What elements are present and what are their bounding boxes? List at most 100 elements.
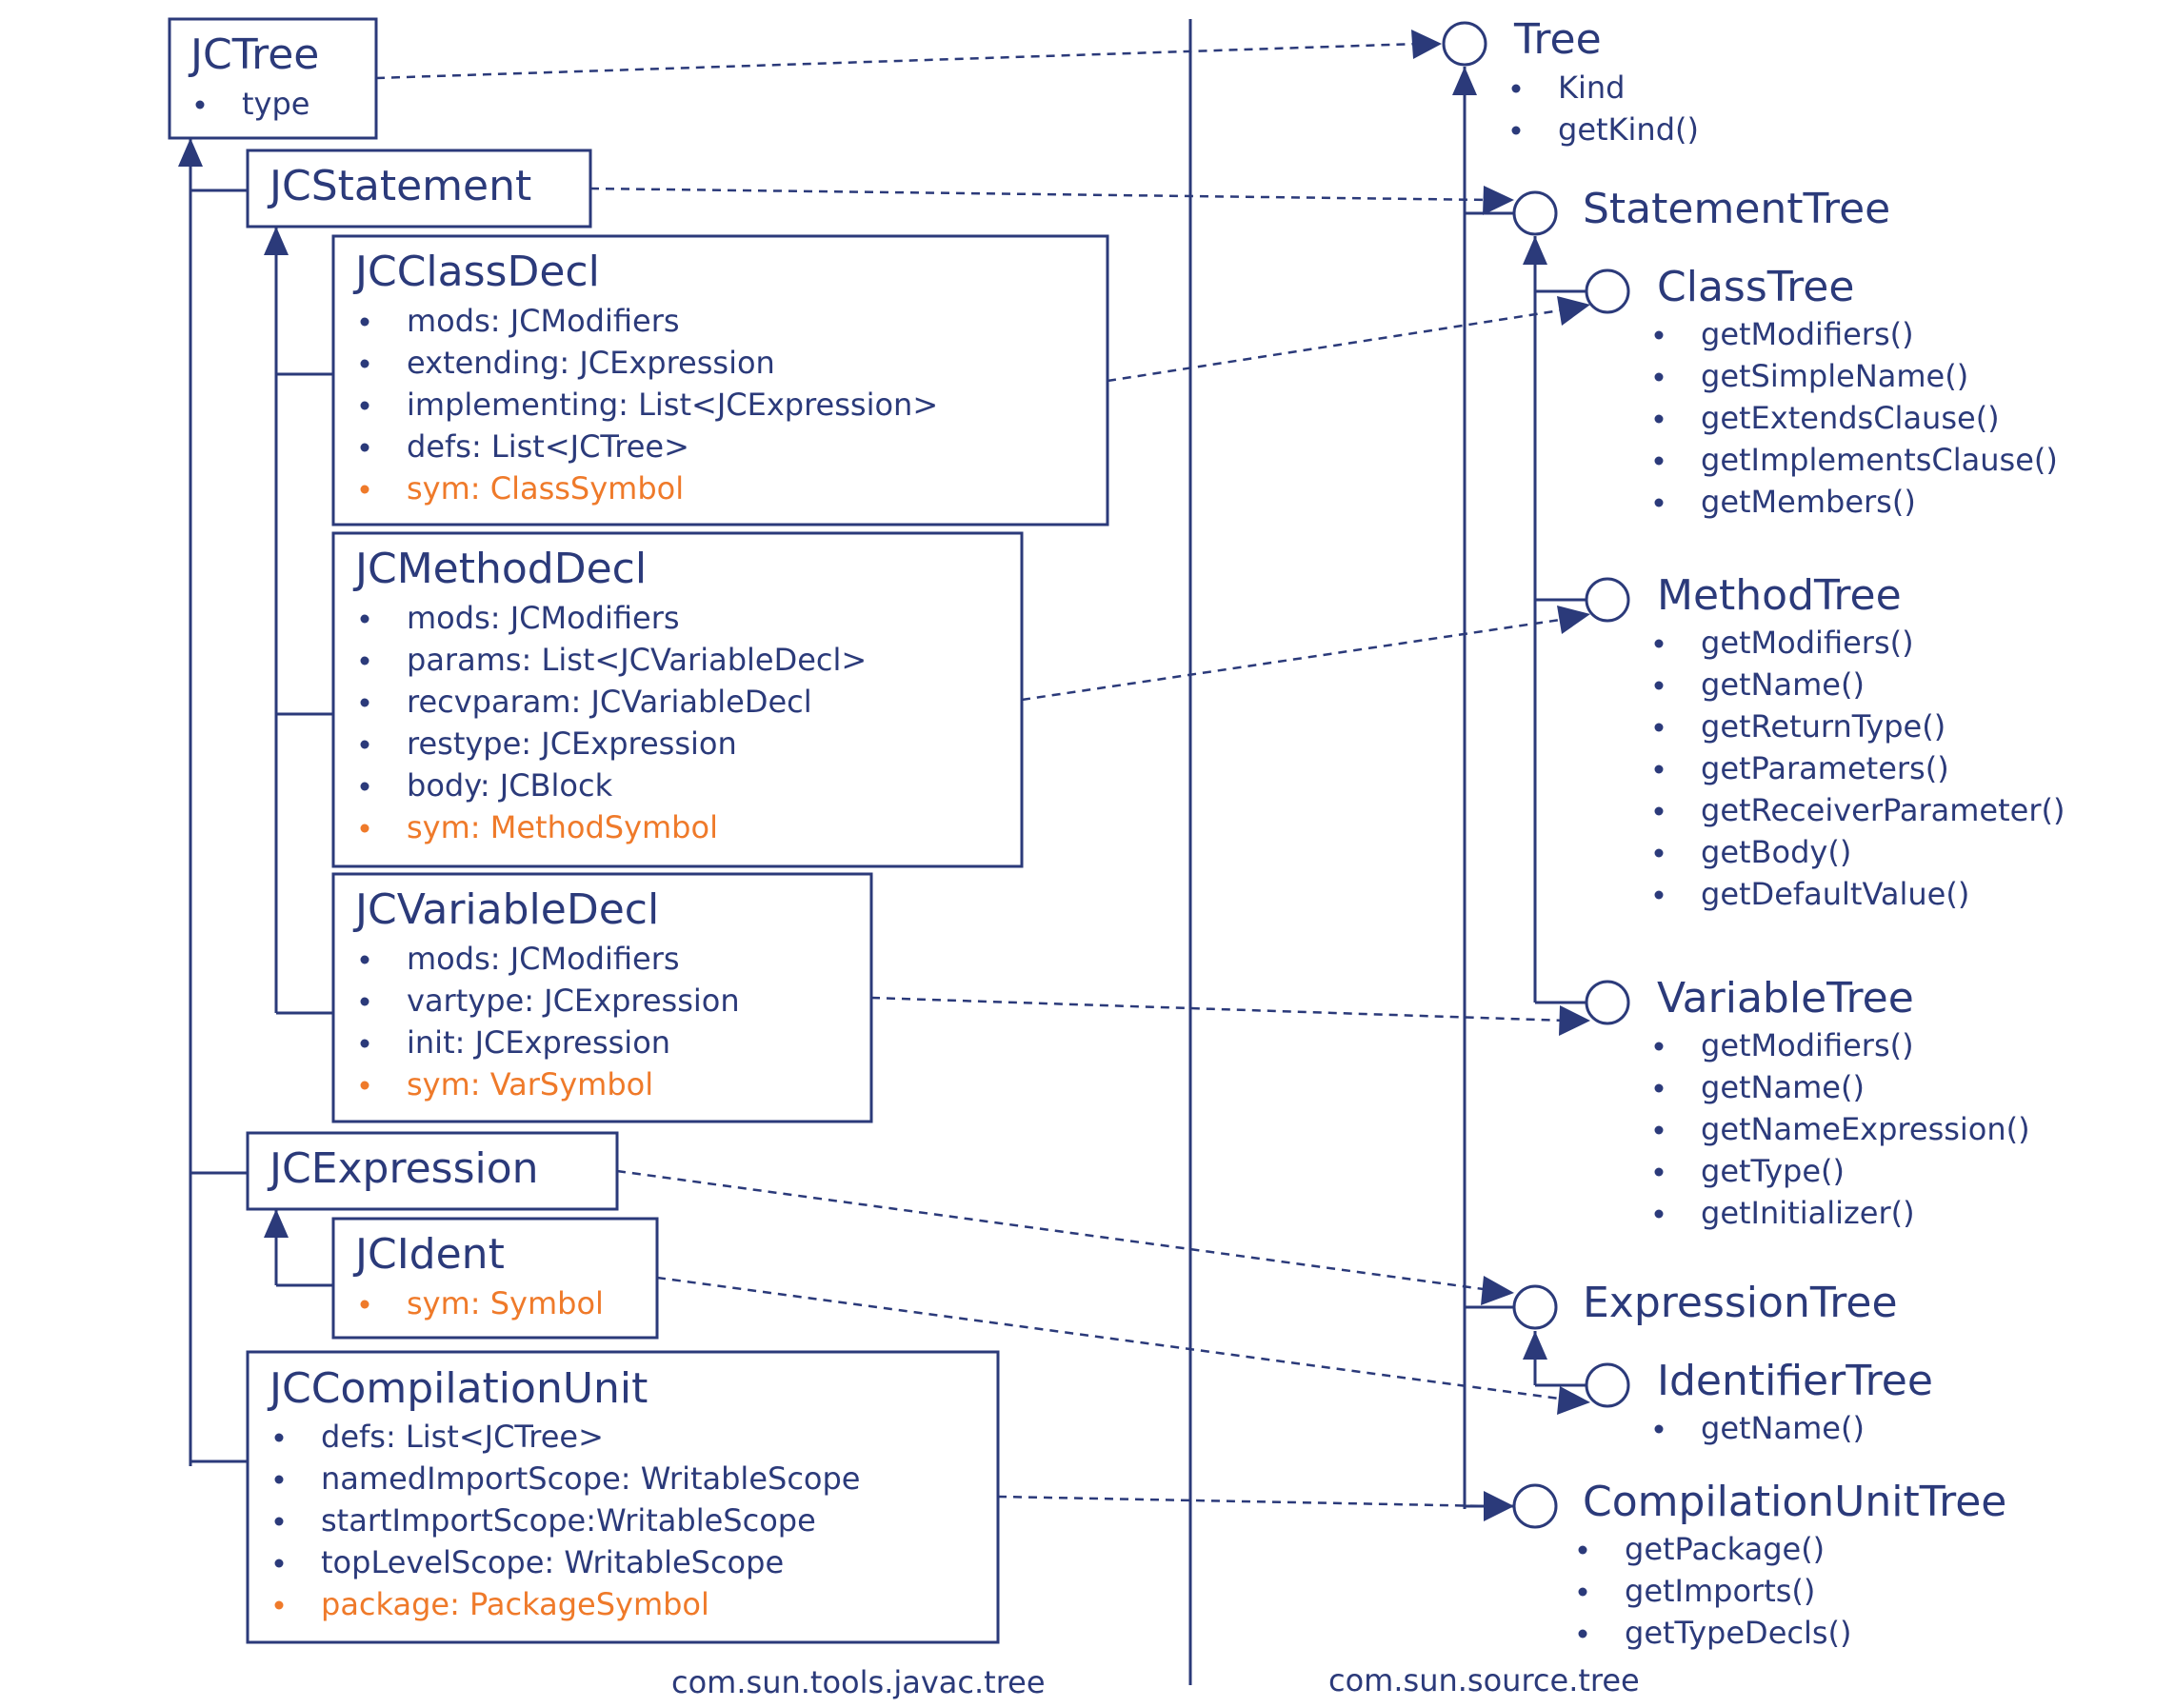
member-item: getDefaultValue(): [1701, 876, 1969, 912]
class-jctree: JCTree type: [168, 17, 378, 140]
member-item: restype: JCExpression: [407, 725, 737, 762]
bullet-dot: [1578, 1587, 1587, 1597]
member-item: getNameExpression(): [1701, 1111, 2030, 1147]
bullet-dot: [1654, 414, 1664, 424]
bullet-dot: [1578, 1629, 1587, 1638]
bullet-dot: [360, 485, 369, 494]
bullet-dot: [1654, 1083, 1664, 1093]
bullet-dot: [1511, 126, 1521, 135]
member-item: getReceiverParameter(): [1701, 792, 2065, 828]
class-jcident: JCIdent sym: Symbol: [331, 1217, 659, 1340]
member-item: getParameters(): [1701, 750, 1949, 786]
interface-classtree: ClassTree getModifiers()getSimpleName()g…: [1585, 263, 2058, 520]
member-item: implementing: List<JCExpression>: [407, 387, 938, 423]
bullet-dot: [360, 317, 369, 327]
bullet-dot: [1654, 498, 1664, 507]
member-item: sym: MethodSymbol: [407, 809, 718, 845]
interface-title: ClassTree: [1657, 263, 1854, 311]
member-item: params: List<JCVariableDecl>: [407, 642, 867, 678]
bullet-dot: [1654, 456, 1664, 466]
member-item: init: JCExpression: [407, 1024, 670, 1061]
member-item: vartype: JCExpression: [407, 983, 740, 1019]
member-item: getPackage(): [1625, 1531, 1825, 1567]
bullet-dot: [360, 1081, 369, 1090]
member-item: getMembers(): [1701, 484, 1916, 520]
bullet-dot: [1654, 890, 1664, 900]
bullet-dot: [1511, 84, 1521, 93]
member-item: mods: JCModifiers: [407, 600, 680, 636]
bullet-dot: [1654, 1424, 1664, 1434]
member-item: type: [242, 86, 309, 122]
member-item: namedImportScope: WritableScope: [321, 1460, 860, 1497]
class-title: JCStatement: [267, 162, 531, 210]
interface-variabletree: VariableTree getModifiers()getName()getN…: [1585, 974, 2030, 1231]
class-title: JCVariableDecl: [352, 885, 659, 934]
member-item: mods: JCModifiers: [407, 941, 680, 977]
bullet-dot: [360, 997, 369, 1006]
interface-methods: getModifiers()getName()getReturnType()ge…: [1654, 625, 2065, 912]
interface-lollipop: [1512, 1483, 1558, 1529]
bullet-dot: [274, 1600, 284, 1610]
member-item: getImports(): [1625, 1573, 1815, 1609]
member-item: getName(): [1701, 666, 1865, 703]
class-title: JCExpression: [267, 1144, 539, 1193]
class-fields: mods: JCModifiers params: List<JCVariable…: [360, 600, 867, 845]
interface-title: CompilationUnitTree: [1583, 1478, 2006, 1526]
class-title: JCCompilationUnit: [267, 1364, 648, 1413]
bullet-dot: [1654, 765, 1664, 774]
bullet-dot: [1654, 681, 1664, 690]
interface-expressiontree: ExpressionTree: [1512, 1279, 1898, 1330]
bullet-dot: [1654, 848, 1664, 858]
bullet-dot: [1654, 639, 1664, 648]
member-item: topLevelScope: WritableScope: [321, 1544, 784, 1580]
member-item: getType(): [1701, 1153, 1845, 1189]
interface-identifiertree: IdentifierTree getName(): [1585, 1357, 1933, 1446]
bullet-dot: [1654, 1209, 1664, 1219]
interface-lollipop: [1442, 21, 1487, 67]
bullet-dot: [1654, 1042, 1664, 1051]
member-item: getExtendsClause(): [1701, 400, 2000, 436]
member-item: getTypeDecls(): [1625, 1615, 1852, 1651]
bullet-dot: [360, 359, 369, 368]
interface-methodtree: MethodTree getModifiers()getName()getRet…: [1585, 571, 2065, 912]
package-label-left: com.sun.tools.javac.tree: [671, 1664, 1046, 1700]
member-item: recvparam: JCVariableDecl: [407, 684, 812, 720]
bullet-dot: [360, 824, 369, 833]
bullet-dot: [1578, 1545, 1587, 1555]
member-item: getModifiers(): [1701, 625, 1914, 661]
member-item: getImplementsClause(): [1701, 442, 2058, 478]
member-item: package: PackageSymbol: [321, 1586, 709, 1622]
interface-lollipop: [1585, 577, 1630, 623]
class-fields: defs: List<JCTree> namedImportScope: Writ…: [274, 1419, 860, 1622]
bullet-dot: [1654, 372, 1664, 382]
interface-inheritance-lines: [1452, 67, 1586, 1509]
interface-methods: getModifiers()getSimpleName()getExtendsC…: [1654, 316, 2058, 520]
bullet-dot: [274, 1475, 284, 1484]
member-item: getBody(): [1701, 834, 1851, 870]
member-item: Kind: [1558, 70, 1625, 106]
bullet-dot: [360, 656, 369, 665]
interface-title: Tree: [1513, 15, 1602, 64]
member-item: getName(): [1701, 1410, 1865, 1446]
interface-compilationunittree: CompilationUnitTree getPackage() getImpor…: [1512, 1478, 2006, 1651]
class-fields: sym: Symbol: [360, 1285, 604, 1321]
class-jcstatement: JCStatement: [246, 149, 592, 228]
member-item: getModifiers(): [1701, 1027, 1914, 1063]
member-item: sym: Symbol: [407, 1285, 604, 1321]
interface-title: IdentifierTree: [1657, 1357, 1933, 1405]
bullet-dot: [360, 955, 369, 964]
member-item: defs: List<JCTree>: [321, 1419, 604, 1455]
interface-title: ExpressionTree: [1583, 1279, 1898, 1327]
bullet-dot: [274, 1517, 284, 1526]
package-label-right: com.sun.source.tree: [1328, 1662, 1640, 1698]
bullet-dot: [360, 698, 369, 707]
interface-title: MethodTree: [1657, 571, 1902, 620]
bullet-dot: [1654, 1167, 1664, 1177]
interface-lollipop: [1585, 1362, 1630, 1408]
class-fields: mods: JCModifiers vartype: JCExpression in…: [360, 941, 740, 1102]
bullet-dot: [360, 443, 369, 452]
